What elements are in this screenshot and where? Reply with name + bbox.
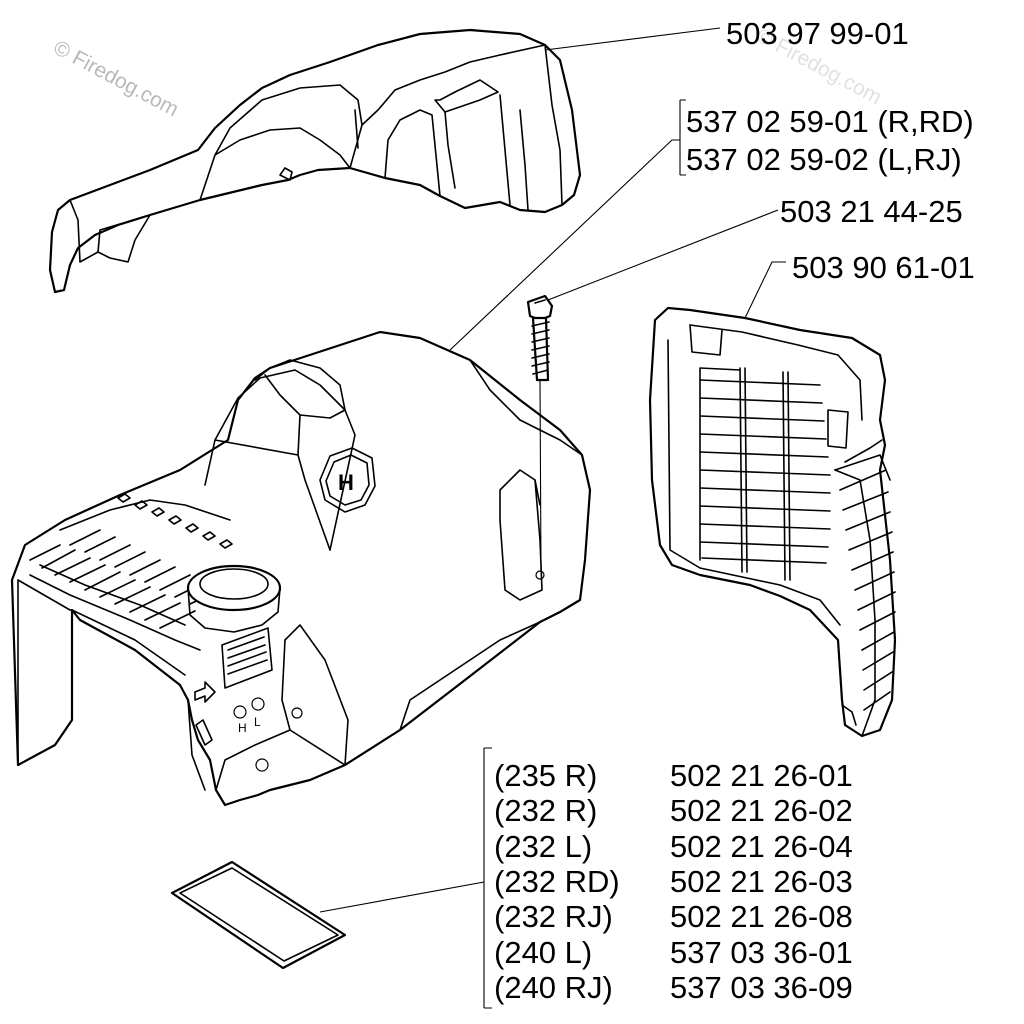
decal-part-number: 537 03 36-01 (670, 935, 853, 970)
decal-model: (232 L) (494, 829, 592, 864)
callout-cover-r: 537 02 59-01 (R,RD) (686, 104, 974, 139)
decal-model: (232 RD) (494, 864, 620, 899)
decal-part-number: 502 21 26-04 (670, 829, 853, 864)
decal-row: (232 RJ) 502 21 26-08 (494, 899, 853, 934)
callout-screw: 503 21 44-25 (780, 194, 963, 229)
grille-part (648, 306, 897, 738)
decal-row: (235 R) 502 21 26-01 (494, 758, 853, 793)
decal-row: (240 L) 537 03 36-01 (494, 935, 853, 970)
decal-part-number: 502 21 26-08 (670, 899, 853, 934)
decal-row: (240 RJ) 537 03 36-09 (494, 970, 853, 1005)
watermark-top-left: © Firedog.com (50, 36, 183, 121)
decal-table: (235 R) 502 21 26-01 (232 R) 502 21 26-0… (494, 758, 853, 1005)
decal-part-number: 502 21 26-03 (670, 864, 853, 899)
husqvarna-logo-icon: H (319, 447, 376, 513)
decal-model: (232 R) (494, 793, 597, 828)
callout-cover-l: 537 02 59-02 (L,RJ) (686, 142, 962, 177)
logo-letter: H (338, 470, 354, 495)
fuel-cap-opening (186, 564, 282, 633)
l-mark: L (254, 715, 261, 729)
grille-slats (699, 367, 831, 581)
decal-part-number: 537 03 36-09 (670, 970, 853, 1005)
carb-adjust-panel: H L (221, 627, 273, 735)
decal-model: (240 RJ) (494, 970, 613, 1005)
callout-top-cover: 503 97 99-01 (726, 16, 909, 51)
screw-icon (526, 294, 554, 573)
decal-row: (232 R) 502 21 26-02 (494, 793, 853, 828)
callout-grille: 503 90 61-01 (792, 250, 975, 285)
grille-side-louvers (834, 439, 896, 737)
decal-part-number: 502 21 26-02 (670, 793, 853, 828)
decal-row: (232 L) 502 21 26-04 (494, 829, 853, 864)
top-cover-part (48, 28, 582, 294)
arrow-icon (194, 681, 216, 703)
leader-lines (319, 27, 786, 1009)
decal-part-number: 502 21 26-01 (670, 758, 853, 793)
callout-labels: 503 97 99-01 537 02 59-01 (R,RD) 537 02 … (686, 16, 975, 285)
decal-part (170, 860, 347, 970)
main-cover-part: H H L (10, 330, 592, 807)
h-mark: H (238, 721, 247, 735)
decal-model: (232 RJ) (494, 899, 613, 934)
decal-model: (235 R) (494, 758, 597, 793)
decal-model: (240 L) (494, 935, 592, 970)
decal-row: (232 RD) 502 21 26-03 (494, 864, 853, 899)
cover-vent-slots (29, 493, 233, 651)
